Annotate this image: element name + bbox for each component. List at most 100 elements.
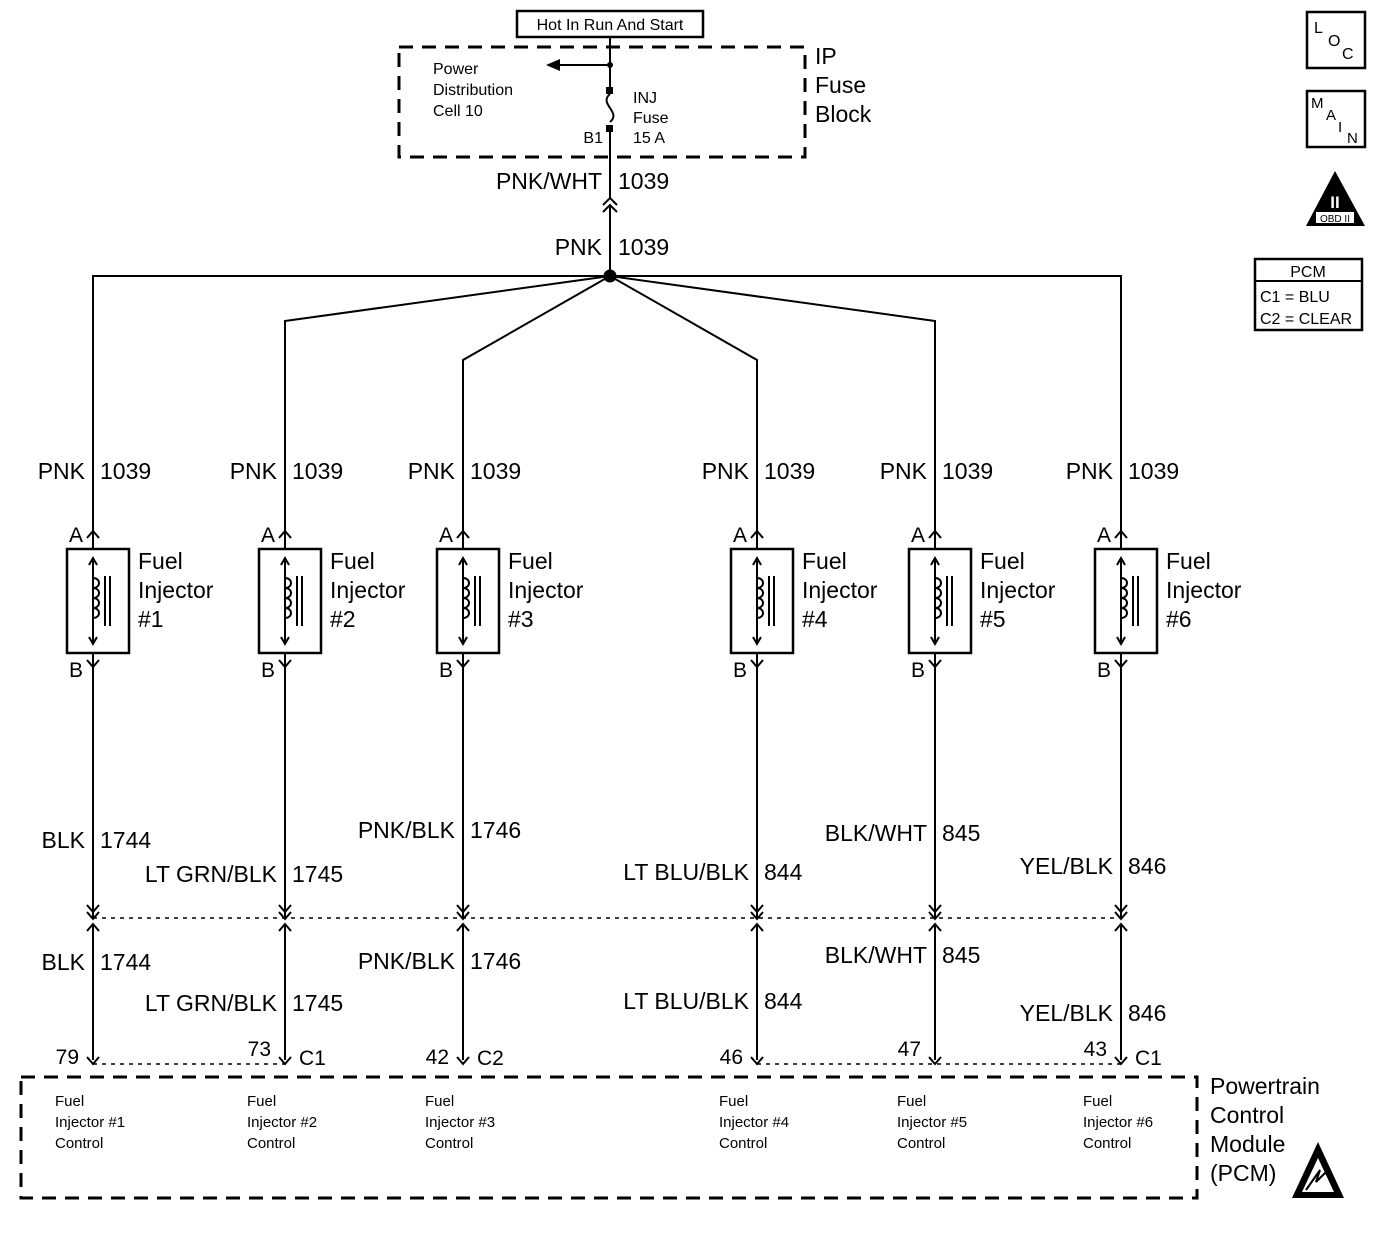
supply-wire-circuit-5: 1039: [942, 458, 993, 484]
pcm-legend-line-2: C2 = CLEAR: [1260, 311, 1352, 328]
splice-wire-color: PNK: [555, 234, 603, 260]
pcm-input-label-1-5: Fuel: [897, 1093, 926, 1110]
injector-title-1-4: Fuel: [802, 548, 847, 574]
fuse-block-label-1: IP: [815, 43, 837, 69]
pin-b-label-1: B: [69, 659, 83, 682]
control-upper-circuit-1: 1744: [100, 827, 151, 853]
control-lower-color-4: LT BLU/BLK: [623, 988, 749, 1014]
fuse-block-label-2: Fuse: [815, 72, 866, 98]
injector-title-1-1: Fuel: [138, 548, 183, 574]
pcm-label-4: (PCM): [1210, 1160, 1276, 1186]
supply-wire-color-6: PNK: [1066, 458, 1114, 484]
injector-coil-icon-5: [934, 577, 942, 619]
injector-title-2-1: Injector: [138, 577, 214, 603]
fuse-block-label-3: Block: [815, 101, 872, 127]
fuse-label-3: 15 A: [633, 130, 665, 147]
control-lower-circuit-3: 1746: [470, 948, 521, 974]
pcm-input-label-2-4: Injector #4: [719, 1114, 789, 1131]
control-lower-circuit-1: 1744: [100, 949, 151, 975]
inline-connector-icon-b-1: [86, 911, 100, 921]
injector-arrow-up-icon-1: [88, 555, 98, 566]
pcm-input-label-1-3: Fuel: [425, 1093, 454, 1110]
control-upper-circuit-5: 845: [942, 820, 980, 846]
supply-wire-color-1: PNK: [38, 458, 86, 484]
injector-title-2-6: Injector: [1166, 577, 1242, 603]
injector-title-3-6: #6: [1166, 606, 1192, 632]
pcm-input-label-1-4: Fuel: [719, 1093, 748, 1110]
control-lower-color-5: BLK/WHT: [825, 942, 927, 968]
injector-arrow-down-icon-4: [752, 636, 762, 647]
fuse-label-1: INJ: [633, 90, 657, 107]
pcm-pin-connector-icon-5: [928, 1056, 942, 1066]
inline-connector-icon-b-2: [278, 911, 292, 921]
inline-connector-icon-a-2: [278, 904, 292, 914]
control-lower-circuit-2: 1745: [292, 990, 343, 1016]
main-letter-1: M: [1311, 95, 1324, 112]
pcm-input-label-2-3: Injector #3: [425, 1114, 495, 1131]
injector-coil-icon-4: [756, 577, 764, 619]
pdc-label-1: Power: [433, 61, 479, 78]
pcm-legend-line-1: C1 = BLU: [1260, 289, 1330, 306]
pcm-input-label-3-1: Control: [55, 1135, 103, 1152]
obd-ii-text: OBD II: [1320, 214, 1350, 225]
injector-title-3-1: #1: [138, 606, 164, 632]
pcm-input-label-2-2: Injector #2: [247, 1114, 317, 1131]
supply-wire-circuit-6: 1039: [1128, 458, 1179, 484]
supply-wire-color-4: PNK: [702, 458, 750, 484]
supply-wire-circuit-4: 1039: [764, 458, 815, 484]
loc-letter-1: L: [1314, 20, 1323, 37]
injector-title-3-4: #4: [802, 606, 828, 632]
pcm-label-3: Module: [1210, 1131, 1285, 1157]
pcm-input-label-1-6: Fuel: [1083, 1093, 1112, 1110]
pdc-label-3: Cell 10: [433, 103, 483, 120]
obd-ii-roman: II: [1330, 193, 1339, 212]
control-upper-color-1: BLK: [42, 827, 86, 853]
injector-title-2-2: Injector: [330, 577, 406, 603]
pcm-connector-legend: [1253, 257, 1364, 332]
inline-connector-icon-b-6: [1114, 911, 1128, 921]
control-lower-color-1: BLK: [42, 949, 86, 975]
pcm-pin-number-5: 47: [898, 1038, 921, 1061]
pcm-connector-id-6: C1: [1135, 1047, 1162, 1070]
pcm-pin-number-6: 43: [1084, 1038, 1107, 1061]
supply-wire-circuit-2: 1039: [292, 458, 343, 484]
esd-warning-icon: [1292, 1142, 1344, 1198]
main-letter-3: I: [1338, 119, 1342, 136]
supply-wire-color-5: PNK: [880, 458, 928, 484]
fuse-icon: [605, 93, 615, 123]
control-lower-circuit-5: 845: [942, 942, 980, 968]
control-upper-color-4: LT BLU/BLK: [623, 859, 749, 885]
inline-connector-icon-a-3: [456, 904, 470, 914]
pin-b-label-6: B: [1097, 659, 1111, 682]
inline-connector-icon-a-1: [86, 904, 100, 914]
injector-arrow-down-icon-6: [1116, 636, 1126, 647]
pcm-outline: [19, 1075, 1199, 1200]
control-lower-color-2: LT GRN/BLK: [145, 990, 278, 1016]
pin-a-label-5: A: [911, 524, 925, 547]
feed-wire-color: PNK/WHT: [496, 168, 602, 194]
feed-wire-circuit: 1039: [618, 168, 669, 194]
injector-arrow-down-icon-2: [280, 636, 290, 647]
pcm-input-label-3-6: Control: [1083, 1135, 1131, 1152]
injector-title-3-5: #5: [980, 606, 1006, 632]
control-upper-color-3: PNK/BLK: [358, 817, 456, 843]
pcm-input-label-3-2: Control: [247, 1135, 295, 1152]
branch-wire-4: [609, 275, 758, 531]
obd-ii-label-bg: [1316, 212, 1354, 223]
control-upper-color-2: LT GRN/BLK: [145, 861, 278, 887]
pin-b-label-5: B: [911, 659, 925, 682]
main-letter-4: N: [1347, 130, 1358, 147]
control-upper-circuit-6: 846: [1128, 853, 1166, 879]
injector-title-1-6: Fuel: [1166, 548, 1211, 574]
feed-connector-icon: [602, 196, 618, 206]
fuse-terminal-label: B1: [583, 130, 603, 147]
injector-title-1-3: Fuel: [508, 548, 553, 574]
pcm-connector-id-2: C1: [299, 1047, 326, 1070]
supply-wire-color-3: PNK: [408, 458, 456, 484]
pin-a-label-3: A: [439, 524, 453, 547]
injector-title-3-2: #2: [330, 606, 356, 632]
injector-arrow-down-icon-3: [458, 636, 468, 647]
pin-a-label-6: A: [1097, 524, 1111, 547]
